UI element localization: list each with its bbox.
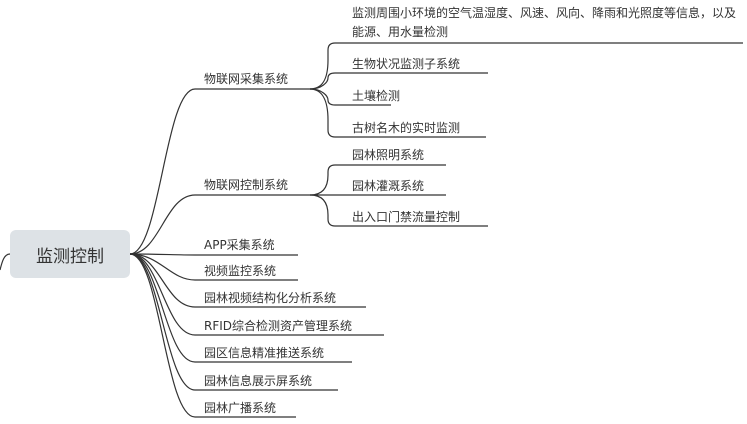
connector-iot-control bbox=[129, 194, 196, 255]
sub-connector-bio bbox=[309, 72, 336, 90]
connector-app bbox=[129, 253, 196, 256]
connector-broadcast bbox=[129, 253, 196, 418]
branch-iot-collect[interactable]: 物联网采集系统 bbox=[204, 72, 289, 86]
leaf-bio-monitoring[interactable]: 生物状况监测子系统 bbox=[352, 57, 461, 71]
sub-connector-tree bbox=[309, 88, 336, 138]
leaf-irrigation[interactable]: 园林灌溉系统 bbox=[352, 179, 425, 193]
branch-rfid[interactable]: RFID综合检测资产管理系统 bbox=[204, 319, 353, 333]
sub-connector-lighting bbox=[309, 164, 336, 196]
connector-video-analysis bbox=[129, 253, 196, 308]
sub-connector-soil bbox=[309, 88, 336, 106]
branch-broadcast[interactable]: 园林广播系统 bbox=[204, 401, 277, 415]
leaf-ancient-trees[interactable]: 古树名木的实时监测 bbox=[352, 121, 461, 135]
leaf-lighting[interactable]: 园林照明系统 bbox=[352, 148, 425, 162]
sub-connector-gate bbox=[309, 194, 336, 227]
branch-push[interactable]: 园区信息精准推送系统 bbox=[204, 346, 325, 360]
branch-display[interactable]: 园林信息展示屏系统 bbox=[204, 374, 313, 388]
branch-iot-control[interactable]: 物联网控制系统 bbox=[204, 178, 289, 192]
leaf-gate-control[interactable]: 出入口门禁流量控制 bbox=[352, 210, 461, 224]
connector-iot-collect bbox=[129, 88, 196, 255]
branch-video-analysis[interactable]: 园林视频结构化分析系统 bbox=[204, 291, 337, 305]
leaf-soil[interactable]: 土壤检测 bbox=[352, 89, 401, 103]
connector-push bbox=[129, 253, 196, 363]
leaf-env-monitoring[interactable]: 监测周围小环境的空气温湿度、风速、风向、降雨和光照度等信息，以及能源、用水量检测 bbox=[352, 6, 737, 39]
connector-display bbox=[129, 253, 196, 391]
branch-video-monitor[interactable]: 视频监控系统 bbox=[204, 264, 277, 278]
sub-connector-env bbox=[309, 42, 336, 90]
connector-video-monitor bbox=[129, 253, 196, 281]
branch-app[interactable]: APP采集系统 bbox=[204, 238, 275, 252]
root-left-stub bbox=[0, 253, 11, 271]
root-node[interactable]: 监测控制 bbox=[10, 230, 130, 278]
